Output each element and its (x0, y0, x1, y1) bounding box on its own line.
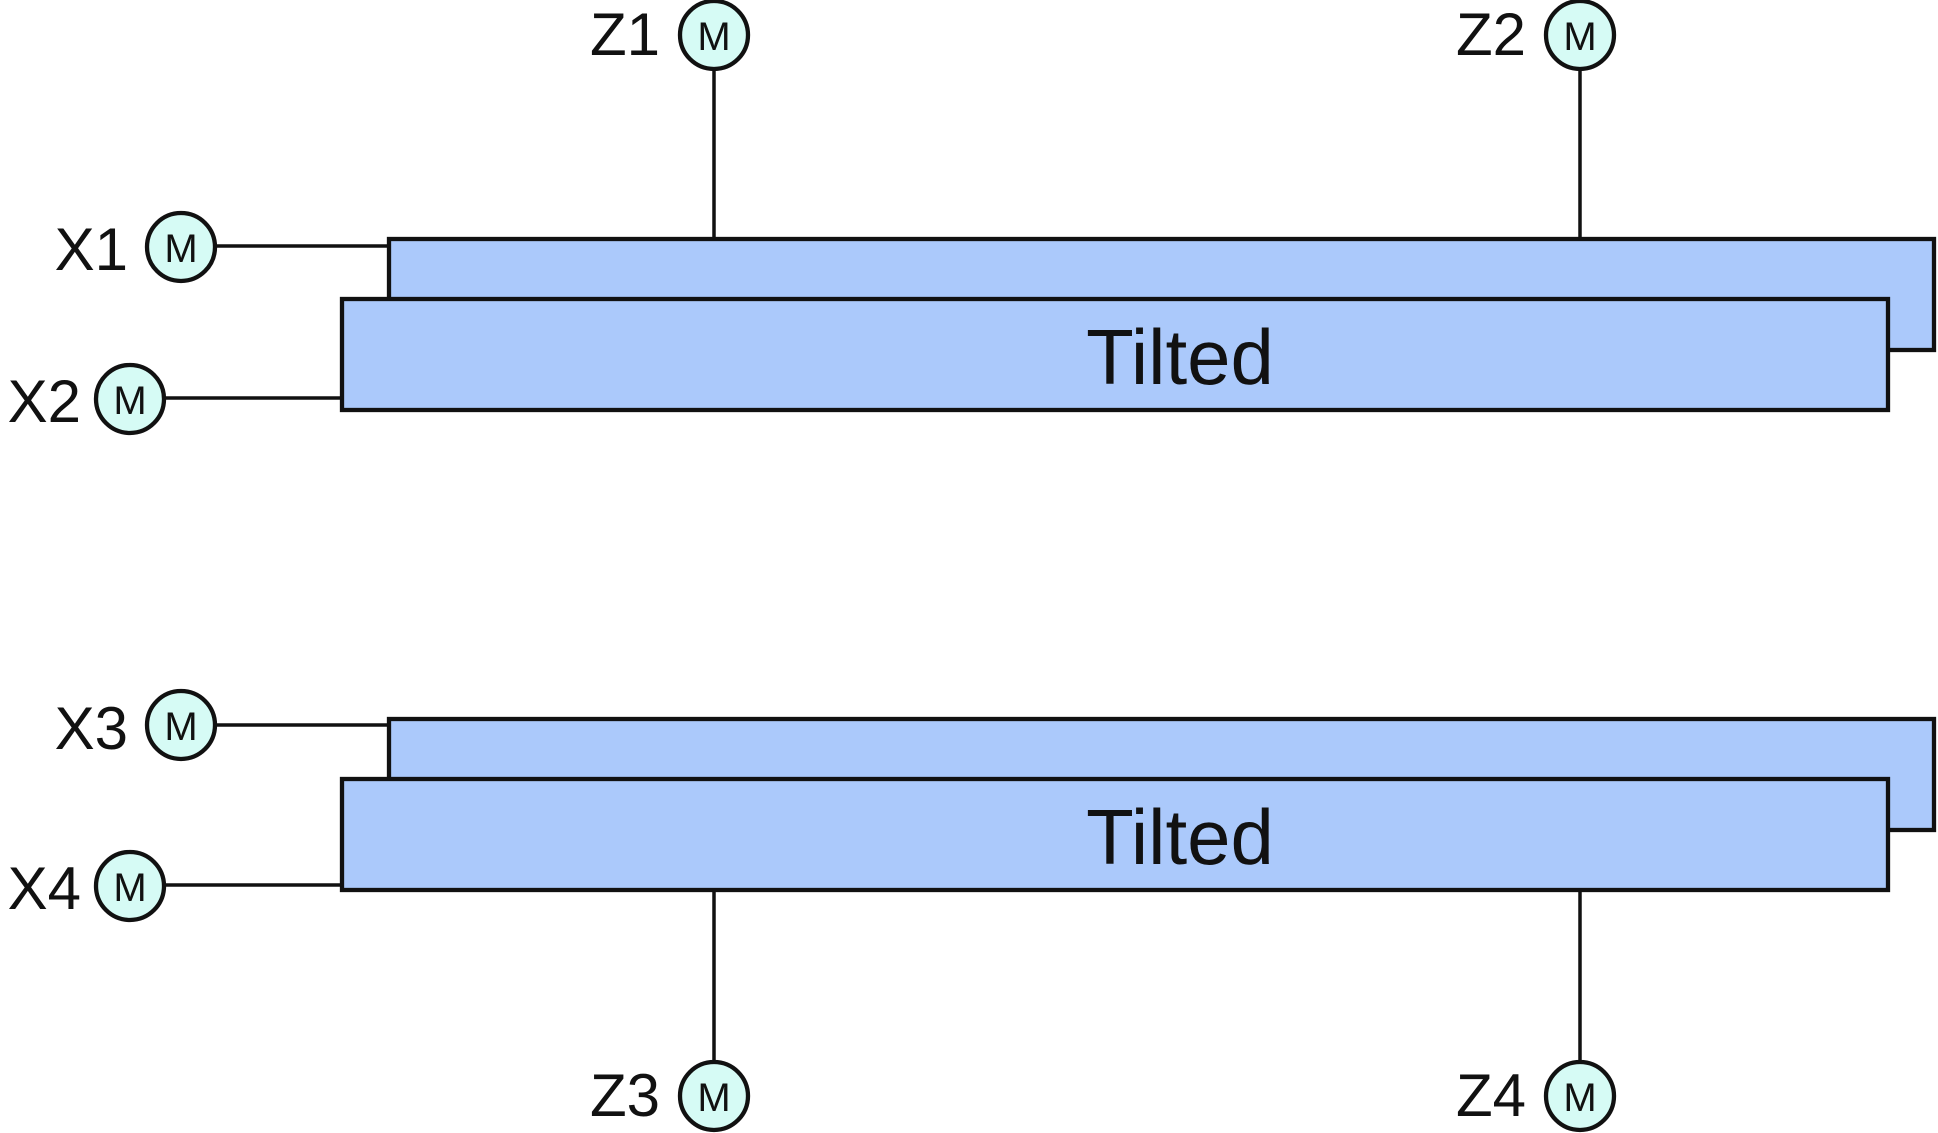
motor-symbol: M (697, 15, 730, 59)
motor-icon (144, 210, 218, 284)
motor-symbol: M (697, 1076, 730, 1120)
motor-label-z2: Z2 (1456, 1, 1526, 68)
motor-x2: X2 M (8, 362, 167, 436)
motor-x1: X1 M (55, 210, 218, 284)
motor-z4: Z4 M (1456, 1059, 1617, 1133)
motor-x4: X4 M (8, 849, 167, 923)
top-assembly: Tilted Z1 M Z2 M X1 M X2 M (8, 0, 1937, 436)
motor-icon (144, 688, 218, 762)
motor-icon (1543, 1059, 1617, 1133)
motor-symbol: M (164, 227, 197, 271)
motor-label-x2: X2 (8, 368, 81, 435)
motor-icon (1543, 0, 1617, 72)
bottom-front-plate (339, 776, 1891, 893)
motor-symbol: M (1563, 15, 1596, 59)
motor-symbol: M (164, 705, 197, 749)
bottom-plate-label: Tilted (1086, 793, 1274, 881)
motor-icon (93, 849, 167, 923)
top-front-plate (339, 296, 1891, 413)
motor-icon (93, 362, 167, 436)
bottom-assembly: Tilted X3 M X4 M Z3 M Z4 M (8, 688, 1937, 1133)
motor-label-z3: Z3 (590, 1062, 660, 1129)
motor-symbol: M (1563, 1076, 1596, 1120)
motor-icon (677, 0, 751, 72)
motor-symbol: M (113, 379, 146, 423)
motor-label-z1: Z1 (590, 1, 660, 68)
motor-symbol: M (113, 866, 146, 910)
motor-icon (677, 1059, 751, 1133)
motor-label-x1: X1 (55, 216, 128, 283)
motor-z3: Z3 M (590, 1059, 751, 1133)
top-plate-label: Tilted (1086, 313, 1274, 401)
motor-z1: Z1 M (590, 0, 751, 72)
motor-label-z4: Z4 (1456, 1062, 1526, 1129)
motor-z2: Z2 M (1456, 0, 1617, 72)
motor-label-x4: X4 (8, 855, 81, 922)
motor-label-x3: X3 (55, 695, 128, 762)
motor-x3: X3 M (55, 688, 218, 762)
